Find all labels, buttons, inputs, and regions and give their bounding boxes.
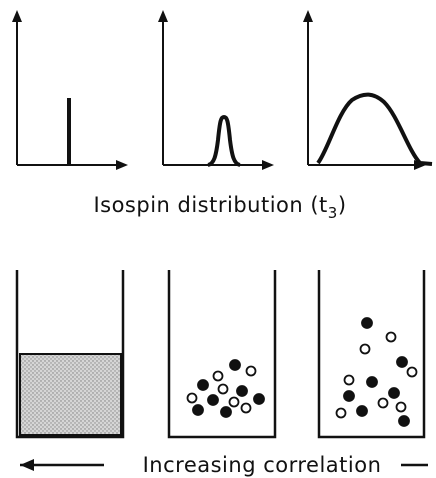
- filled-particle: [229, 359, 241, 371]
- open-particle: [395, 401, 407, 413]
- narrow-gaussian-curve: [207, 114, 241, 167]
- container-uniform: [15, 270, 125, 439]
- filled-particle: [356, 405, 368, 417]
- filled-particle: [192, 404, 204, 416]
- particles: [335, 317, 418, 427]
- y-axis-arrowhead: [12, 10, 22, 22]
- open-particle: [359, 343, 371, 355]
- increasing-correlation-caption: Increasing correlation: [20, 453, 428, 477]
- uniform-fill: [19, 353, 122, 436]
- increasing-correlation-label: Increasing correlation: [143, 453, 382, 477]
- filled-particle: [236, 385, 248, 397]
- open-particle: [217, 383, 229, 395]
- container-outline: [167, 270, 277, 439]
- filled-particle: [207, 394, 219, 406]
- open-particle: [377, 397, 389, 409]
- isospin-distribution-caption: Isospin distribution (t3): [93, 193, 346, 222]
- y-axis-arrowhead: [158, 10, 168, 22]
- filled-particle: [396, 356, 408, 368]
- open-particle: [385, 331, 397, 343]
- filled-particle: [361, 317, 373, 329]
- x-axis-arrowhead: [116, 160, 128, 170]
- open-particle: [228, 396, 240, 408]
- x-axis-arrowhead: [262, 160, 274, 170]
- open-particle: [212, 370, 224, 382]
- container-outline: [15, 270, 125, 439]
- open-particle: [240, 402, 252, 414]
- open-particle: [186, 392, 198, 404]
- plot-narrow-peak: [158, 10, 274, 170]
- filled-particle: [343, 390, 355, 402]
- plot-broad-peak: [303, 10, 433, 170]
- container-clustered: [167, 270, 277, 439]
- container-outline: [317, 270, 426, 439]
- particles: [186, 359, 265, 418]
- left-arrowhead: [20, 459, 34, 471]
- filled-particle: [398, 415, 410, 427]
- container-scattered: [317, 270, 426, 439]
- filled-particle: [388, 387, 400, 399]
- open-particle: [343, 374, 355, 386]
- open-particle: [335, 407, 347, 419]
- broad-hump-curve: [316, 92, 433, 166]
- open-particle: [406, 366, 418, 378]
- filled-particle: [220, 406, 232, 418]
- filled-particle: [197, 379, 209, 391]
- filled-particle: [366, 376, 378, 388]
- filled-particle: [253, 393, 265, 405]
- y-axis-arrowhead: [303, 10, 313, 22]
- plot-spike: [12, 10, 128, 170]
- open-particle: [245, 365, 257, 377]
